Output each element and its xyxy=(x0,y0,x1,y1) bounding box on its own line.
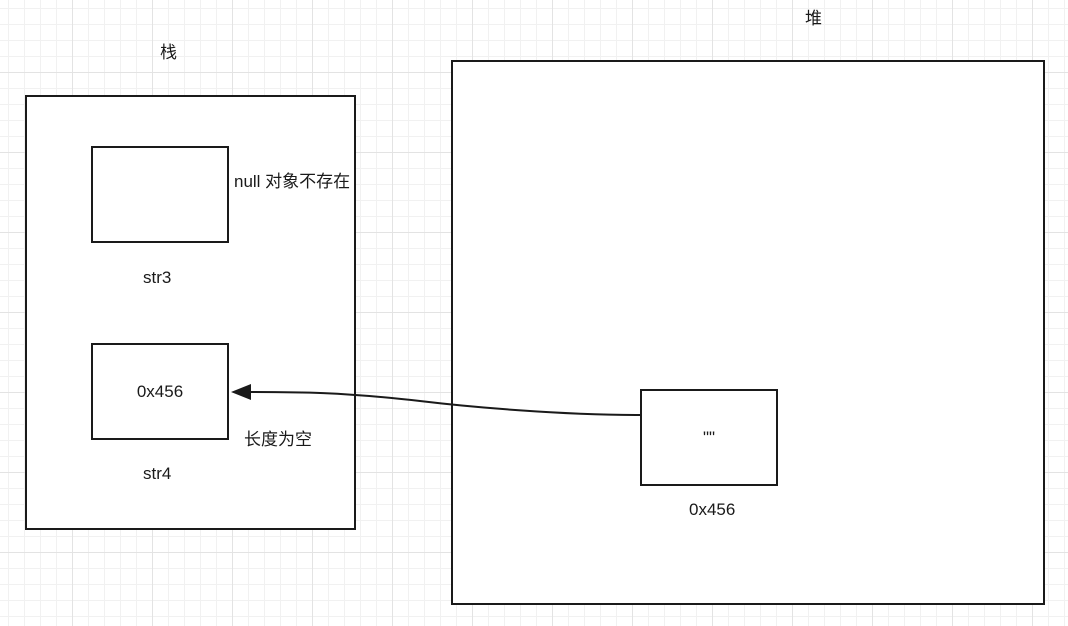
heap-object-content: "" xyxy=(702,427,716,447)
str4-box: 0x456 xyxy=(91,343,229,440)
str4-note: 长度为空 xyxy=(244,430,312,449)
str4-value: 0x456 xyxy=(136,381,184,401)
heap-region xyxy=(451,60,1045,605)
heap-object-address: 0x456 xyxy=(689,500,736,519)
str4-label: str4 xyxy=(143,464,172,483)
heap-object-box: "" xyxy=(640,389,778,486)
str3-box xyxy=(91,146,229,243)
str3-note: null 对象不存在 xyxy=(234,172,351,191)
str3-label: str3 xyxy=(143,268,172,287)
heap-title: 堆 xyxy=(805,9,822,28)
stack-title: 栈 xyxy=(160,43,177,62)
